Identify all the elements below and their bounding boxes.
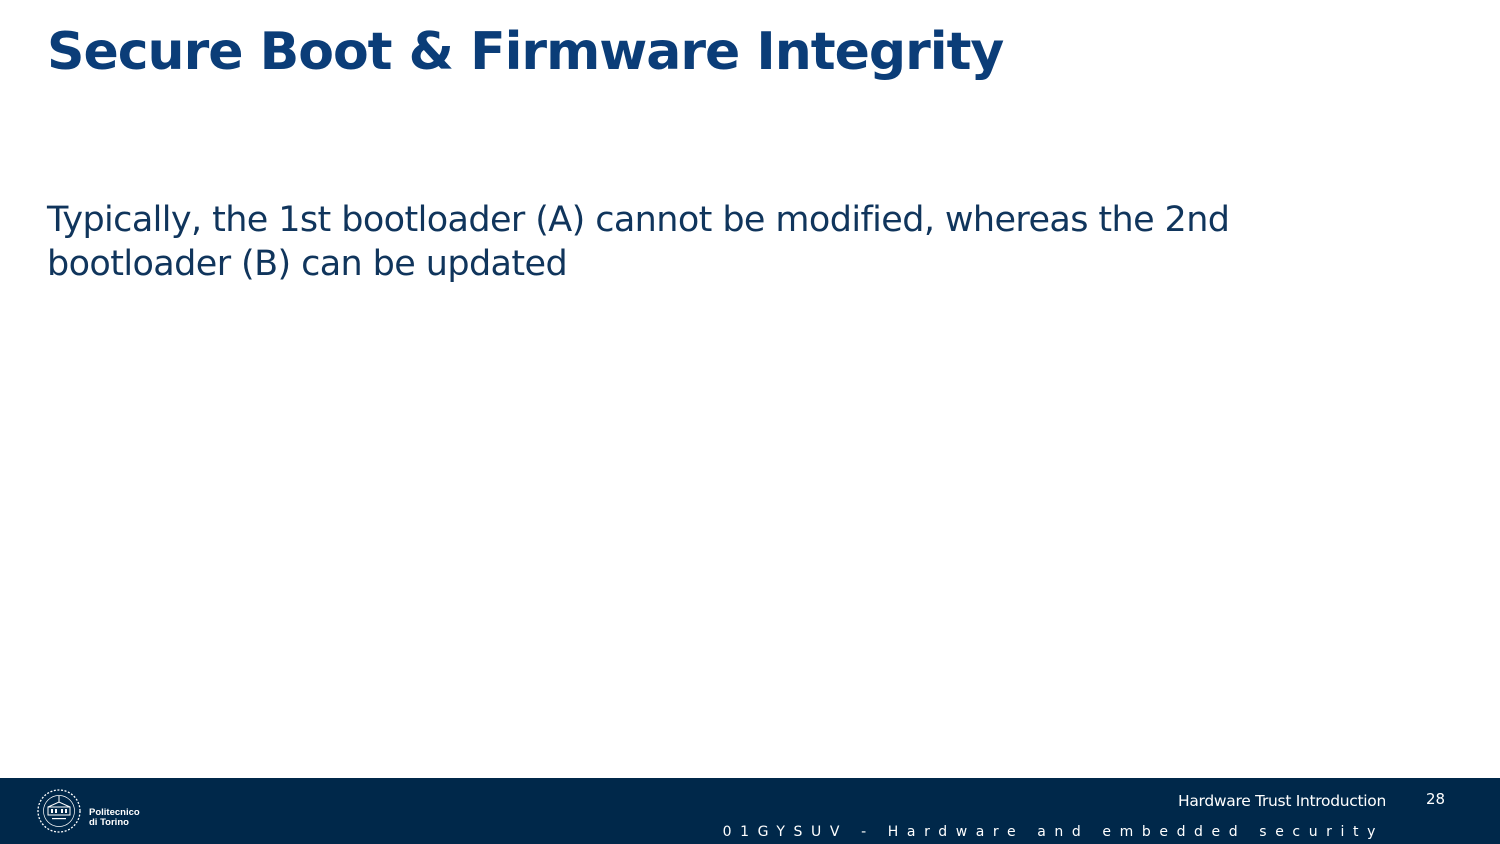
page-number: 28 <box>1426 790 1446 808</box>
course-name: 01GYSUV - Hardware and embedded security <box>722 824 1384 840</box>
logo-wordmark: Politecnico di Torino <box>89 808 140 828</box>
logo-line-1: Politecnico <box>89 807 140 818</box>
footer-bar: Politecnico di Torino Hardware Trust Int… <box>0 778 1500 844</box>
politecnico-logo: Politecnico di Torino <box>34 787 144 835</box>
slide-body-text: Typically, the 1st bootloader (A) cannot… <box>47 200 1230 284</box>
politecnico-seal-icon <box>37 789 81 833</box>
logo-line-2: di Torino <box>89 817 129 828</box>
presentation-title: Hardware Trust Introduction <box>1178 792 1386 810</box>
slide-title: Secure Boot & Firmware Integrity <box>47 22 1004 82</box>
